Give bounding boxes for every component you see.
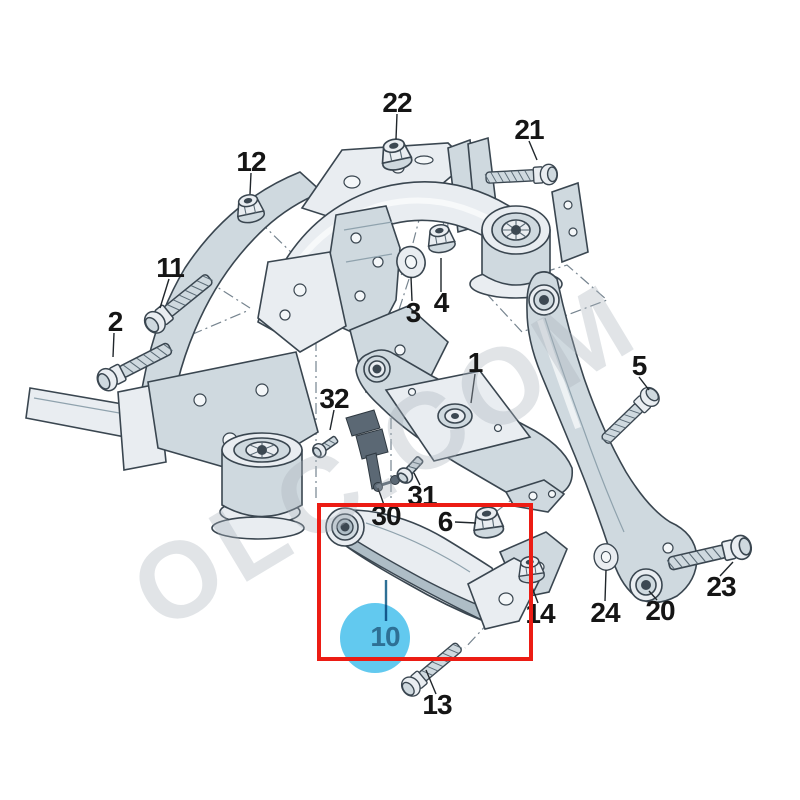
part-label-2: 2: [107, 306, 124, 337]
part-label-20: 20: [645, 595, 675, 626]
part-label-6: 6: [437, 506, 454, 537]
part-30-sensor-assembly: [345, 409, 400, 492]
bolt-21: [483, 163, 559, 189]
part-label-13: 13: [422, 689, 452, 720]
part-label-32: 32: [319, 383, 349, 414]
part-label-3: 3: [405, 297, 422, 328]
nut-4: [424, 221, 458, 256]
part-label-24: 24: [590, 597, 620, 628]
part-1-lower-control-arm: [355, 349, 574, 513]
part-label-4: 4: [433, 287, 450, 318]
part-label-11: 11: [156, 252, 185, 283]
part-label-22: 22: [382, 87, 412, 118]
part-label-5: 5: [631, 350, 648, 381]
part-label-1: 1: [467, 347, 484, 378]
part-label-23: 23: [706, 571, 736, 602]
part-label-21: 21: [514, 114, 544, 145]
part-10-highlight-box: [317, 503, 533, 661]
part-label-10: 10: [370, 621, 400, 652]
part-10-highlight-circle: [340, 603, 410, 673]
part-label-12: 12: [236, 146, 266, 177]
subframe-rail-left: [25, 351, 319, 540]
part-20-control-arm: [526, 271, 698, 604]
